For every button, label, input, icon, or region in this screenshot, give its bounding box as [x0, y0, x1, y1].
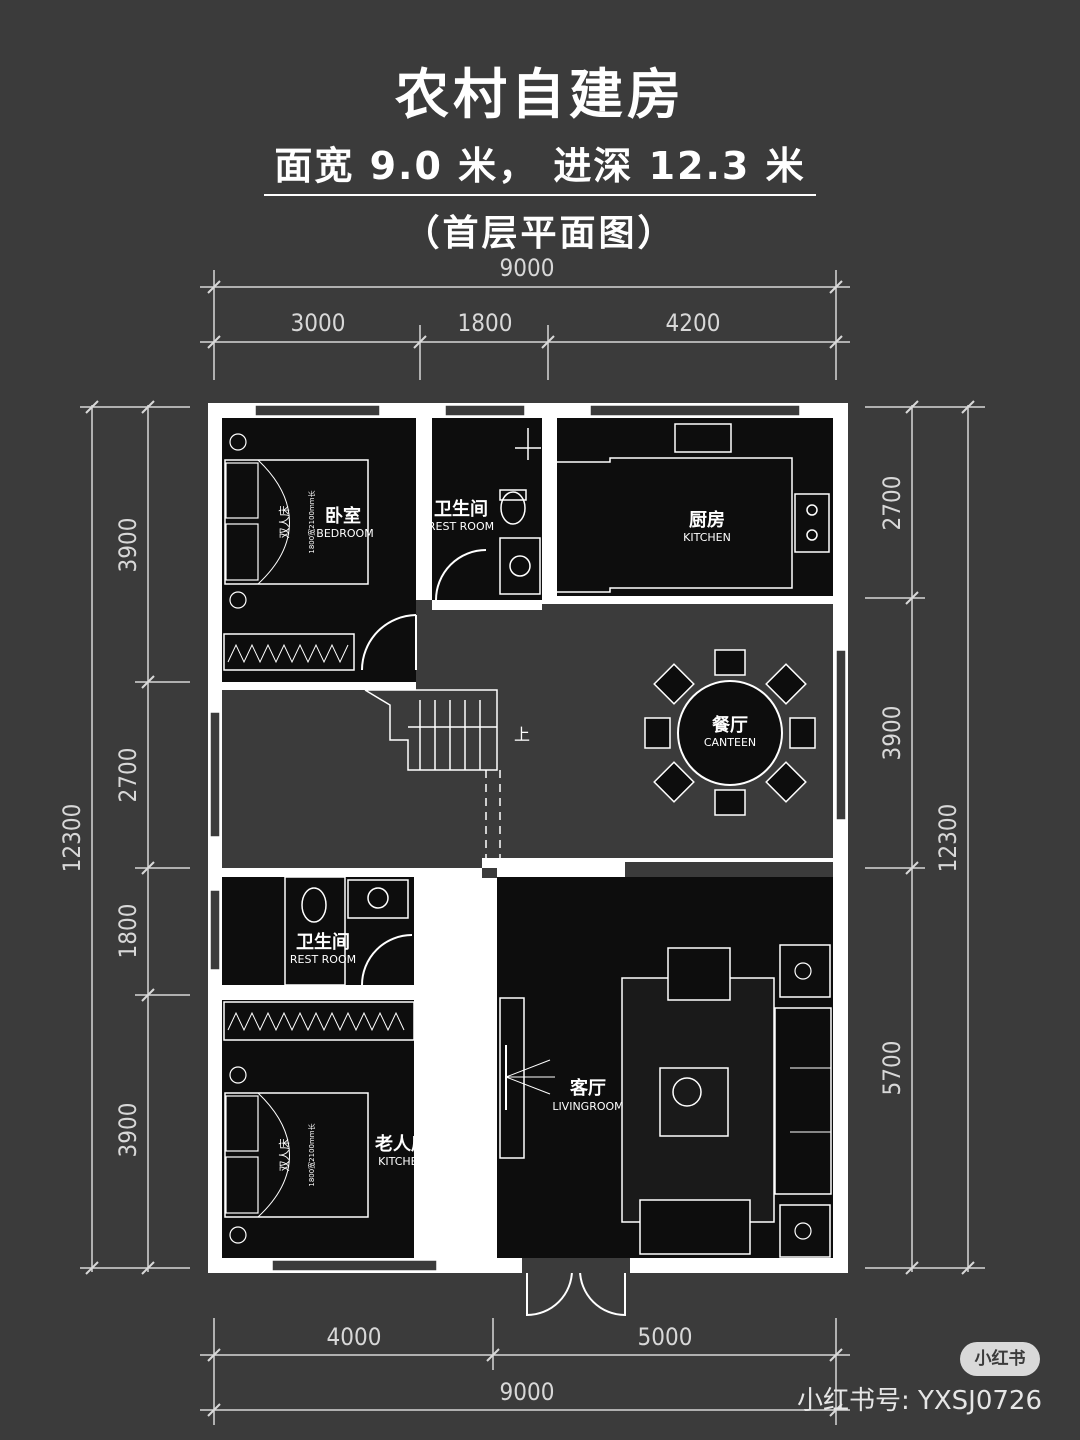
side-table-top	[779, 944, 831, 998]
room-bedroom-en: BEDROOM	[316, 527, 373, 540]
double-bed-top	[224, 459, 369, 585]
staircase	[364, 689, 501, 858]
bed-size-bottom: 1800宽2100mm长	[307, 1123, 316, 1186]
room-kitchen-en: KITCHEN	[683, 531, 731, 544]
dining-chair	[714, 789, 746, 816]
sofa	[774, 1007, 832, 1195]
kitchen-fixtures	[557, 423, 830, 593]
dining-chair	[714, 649, 746, 676]
stove-icon	[794, 493, 830, 553]
account-watermark: 小红书号: YXSJ0726	[796, 1386, 1042, 1416]
elder-room-furniture: 双人床 1800宽2100mm长	[223, 1001, 484, 1257]
nightstand-lamp-icon	[229, 1066, 247, 1084]
dim-right-seg-1: 2700	[878, 476, 906, 531]
dining-chair	[765, 761, 807, 803]
dim-top-seg-3: 4200	[666, 309, 721, 337]
livingroom-north-wall	[497, 862, 625, 877]
dim-right-seg-2: 3900	[878, 706, 906, 761]
dim-left-total: 12300	[58, 804, 86, 873]
dim-bottom-seg-2: 5000	[638, 1323, 693, 1351]
dim-left-seg-2: 2700	[114, 748, 142, 803]
bedroom-furniture: 双人床 1800宽2100mm长	[223, 433, 369, 671]
dim-top-total: 9000	[500, 254, 555, 282]
restroom-top-fixtures	[499, 428, 541, 595]
dining-set	[644, 649, 816, 816]
room-bedroom-cn: 卧室	[325, 505, 361, 527]
nightstand-lamp-icon	[229, 1226, 247, 1244]
page-subtitle: 面宽 9.0 米， 进深 12.3 米	[264, 135, 816, 196]
room-elder-cn: 老人房	[375, 1133, 429, 1155]
dim-top-seg-2: 1800	[458, 309, 513, 337]
dim-left-seg-1: 3900	[114, 518, 142, 573]
toilet-icon	[500, 491, 526, 525]
dim-left-seg-3: 1800	[114, 904, 142, 959]
floor-lamp-icon	[794, 1222, 812, 1240]
dimension-ticks	[85, 280, 975, 1417]
main-entrance-gap	[522, 1258, 630, 1273]
toilet-icon	[301, 887, 327, 923]
sink-icon	[509, 555, 531, 577]
room-restroom-mid-en: REST ROOM	[290, 953, 356, 966]
nightstand-lamp-icon	[229, 591, 247, 609]
restroom-mid-fixtures	[284, 876, 409, 986]
double-bed-bottom	[224, 1092, 369, 1218]
room-kitchen-cn: 厨房	[689, 509, 725, 531]
dim-bottom-total: 9000	[500, 1378, 555, 1406]
coffee-table	[659, 1067, 729, 1137]
brand-logo: 小红书	[960, 1342, 1040, 1376]
restroom-mid-area	[222, 877, 414, 985]
side-table-bottom	[779, 1204, 831, 1258]
tv-cabinet	[499, 997, 525, 1159]
page-caption: （首层平面图）	[403, 213, 677, 254]
dining-chair	[789, 717, 816, 749]
dining-chair	[653, 663, 695, 705]
room-livingroom-cn: 客厅	[570, 1077, 606, 1099]
page-title: 农村自建房	[395, 63, 685, 126]
title-block: 农村自建房 面宽 9.0 米， 进深 12.3 米 （首层平面图）	[0, 50, 1080, 256]
wardrobe-bottom	[223, 1001, 415, 1041]
desk-chair	[417, 1187, 443, 1219]
room-canteen-en: CANTEEN	[704, 736, 756, 749]
bed-size-top: 1800宽2100mm长	[307, 490, 316, 553]
room-restroom-mid-cn: 卫生间	[296, 931, 350, 953]
wardrobe-hangers	[227, 643, 349, 664]
armchair-top	[667, 947, 731, 1001]
room-restroom-top-cn: 卫生间	[434, 498, 488, 520]
room-canteen-cn: 餐厅	[711, 714, 748, 736]
kitchen-area	[557, 418, 833, 596]
livingroom-furniture	[499, 944, 832, 1258]
room-restroom-top-en: REST ROOM	[428, 520, 494, 533]
dining-chair	[765, 663, 807, 705]
dining-chair	[653, 761, 695, 803]
dim-left-seg-4: 3900	[114, 1103, 142, 1158]
hall-dining-area	[222, 600, 833, 868]
dim-bottom-seg-1: 4000	[327, 1323, 382, 1351]
livingroom-west-wall	[482, 878, 497, 1258]
room-livingroom-en: LIVINGROOM	[552, 1100, 623, 1113]
desk-lamp-icon	[462, 1234, 478, 1250]
room-elder-en: KITCHEN	[378, 1155, 426, 1168]
dim-right-seg-3: 5700	[878, 1041, 906, 1096]
dining-chair	[644, 717, 671, 749]
dim-right-total: 12300	[934, 804, 962, 873]
windows	[209, 404, 847, 1272]
wardrobe-top	[223, 633, 355, 671]
tv-signal-lines	[505, 1059, 555, 1095]
desk	[444, 1147, 484, 1257]
livingroom-open-side	[625, 862, 833, 877]
doors	[361, 549, 626, 1317]
round-dining-table	[677, 680, 783, 786]
floor-lamp-icon	[794, 962, 812, 980]
sink-icon	[367, 887, 389, 909]
dim-top-seg-1: 3000	[291, 309, 346, 337]
armchair-bottom	[639, 1199, 751, 1255]
nightstand-lamp-icon	[229, 433, 247, 451]
stair-up-label: 上	[514, 725, 530, 744]
bed-label-top: 双人床	[277, 506, 291, 539]
bed-label-bottom: 双人床	[277, 1139, 291, 1172]
kitchen-sink-icon	[674, 423, 732, 453]
